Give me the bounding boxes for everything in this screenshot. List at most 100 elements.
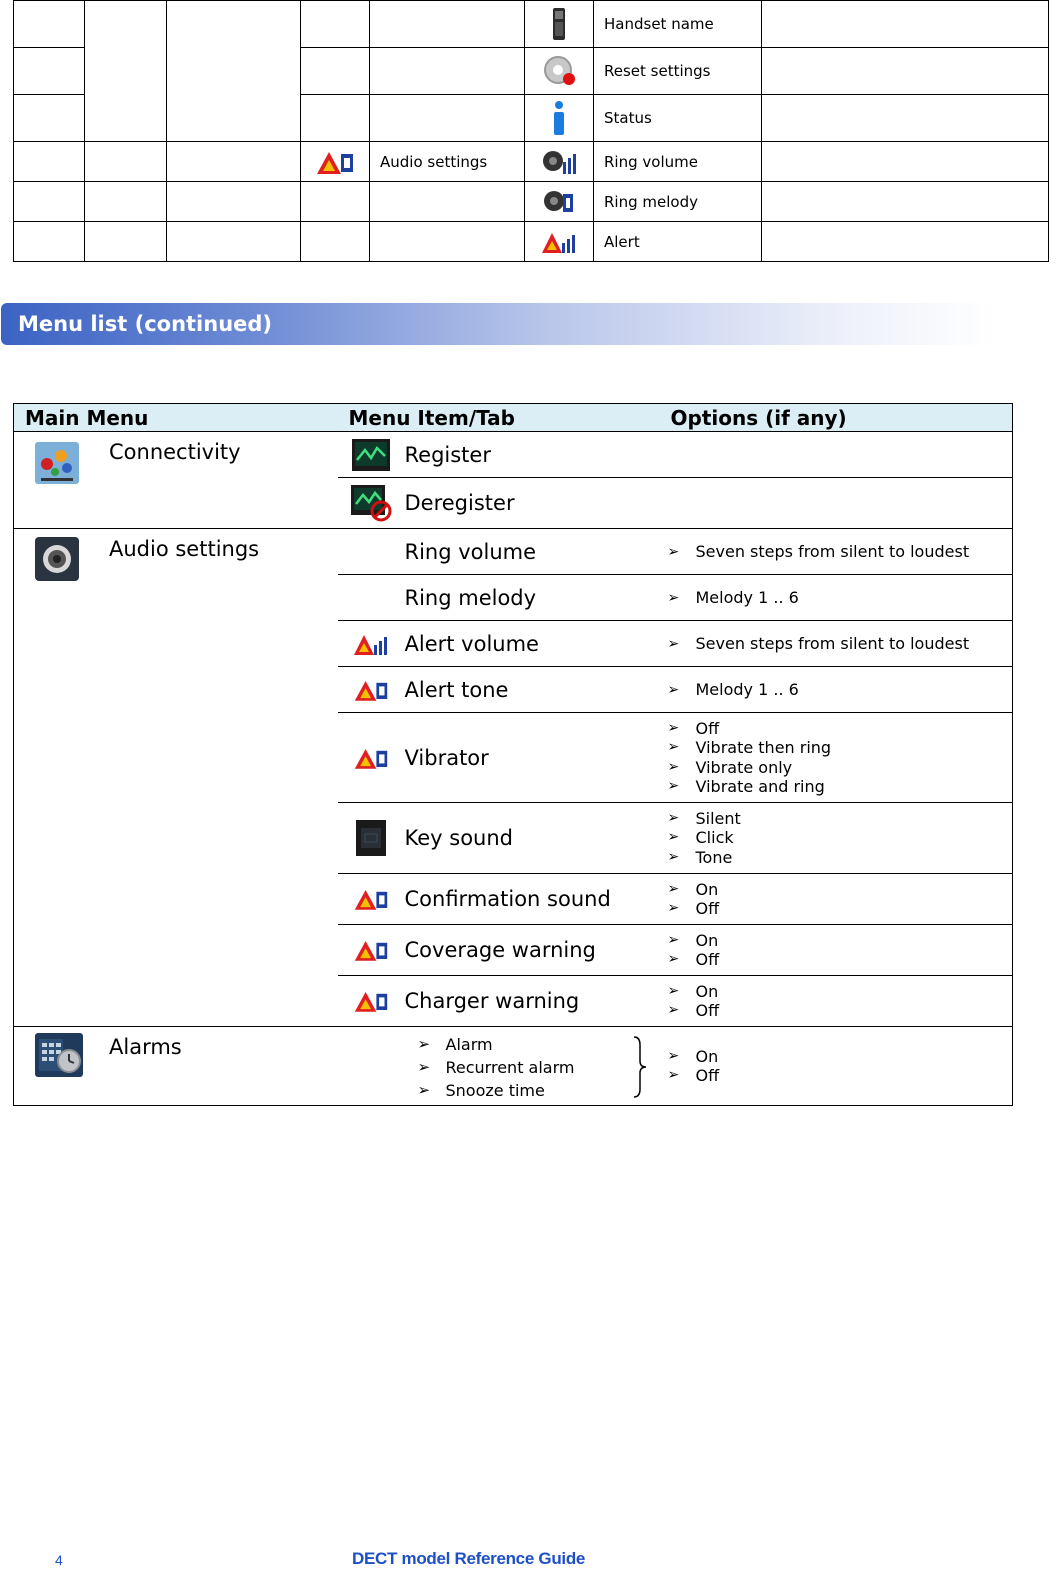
table-row: Ring melody Melody 1 .. 6	[14, 574, 1013, 621]
continued-menu-table: Handset name Reset settings Status Audio…	[13, 0, 1049, 262]
table-row: Alert volume Seven steps from silent to …	[14, 620, 1013, 667]
menu-item-label: Reset settings	[593, 47, 762, 95]
main-menu-label: Audio settings	[109, 537, 260, 561]
option-item: Silent	[668, 809, 1013, 829]
options-cell: Melody 1 .. 6	[659, 574, 1013, 621]
alert-speaker-icon	[300, 141, 370, 182]
options-cell: Melody 1 .. 6	[659, 666, 1013, 713]
alarm-sub-item: Recurrent alarm	[418, 1056, 575, 1079]
empty-cell	[300, 94, 370, 142]
main-menu-alarms: Alarms	[13, 1026, 338, 1106]
menu-item-label: Confirmation sound	[404, 873, 660, 925]
empty-cell	[761, 0, 1049, 48]
menu-item-label: Vibrator	[404, 712, 660, 803]
option-item: Melody 1 .. 6	[668, 588, 1013, 608]
alert-speaker-icon	[337, 975, 405, 1027]
menu-item-label: Ring melody	[593, 181, 762, 222]
empty-cell	[166, 0, 301, 142]
main-menu-label: Connectivity	[109, 440, 241, 464]
curly-brace-icon	[633, 1036, 646, 1098]
option-item: On	[668, 880, 1013, 900]
option-item: Vibrate only	[668, 758, 1013, 778]
alert-speaker-icon	[337, 873, 405, 925]
empty-cell	[300, 221, 370, 262]
ring-volume-icon	[524, 141, 594, 182]
option-item: Vibrate then ring	[668, 738, 1013, 758]
empty-cell	[369, 0, 525, 48]
empty-cell	[761, 221, 1049, 262]
audio-settings-label: Audio settings	[369, 141, 525, 182]
ring-melody-icon	[524, 181, 594, 222]
table-row: Key sound Silent Click Tone	[14, 802, 1013, 874]
options-cell: On Off	[659, 924, 1013, 976]
menu-item-label: Key sound	[404, 802, 660, 874]
empty-cell	[369, 181, 525, 222]
table-header-row: Main Menu Menu Item/Tab Options (if any)	[13, 403, 1013, 432]
connectivity-icon	[35, 442, 79, 484]
options-cell: Seven steps from silent to loudest	[659, 620, 1013, 667]
options-cell: On Off	[659, 873, 1013, 925]
empty-cell	[369, 47, 525, 95]
table-row: Deregister	[14, 477, 1013, 529]
table-row: Charger warning On Off	[14, 975, 1013, 1027]
table-row: Vibrator Off Vibrate then ring Vibrate o…	[14, 712, 1013, 803]
header-menu-item: Menu Item/Tab	[337, 403, 660, 432]
empty-cell	[13, 221, 85, 262]
menu-item-label: Register	[404, 431, 660, 478]
option-item: Seven steps from silent to loudest	[668, 634, 1013, 654]
empty-cell	[300, 0, 370, 48]
info-icon	[524, 94, 594, 142]
alarm-sub-item: Snooze time	[418, 1079, 575, 1102]
footer-title: DECT model Reference Guide	[352, 1549, 586, 1568]
menu-item-label: Coverage warning	[404, 924, 660, 976]
alarm-items-cell: Alarm Recurrent alarm Snooze time	[337, 1026, 660, 1106]
option-item: Vibrate and ring	[668, 777, 1013, 797]
empty-cell	[761, 47, 1049, 95]
option-item: Off	[668, 1001, 1013, 1021]
table-row: Audio settings Ring volume Seven steps f…	[13, 528, 1013, 1027]
menu-item-label: Deregister	[404, 477, 660, 529]
menu-item-label: Ring volume	[593, 141, 762, 182]
page-number: 4	[55, 1552, 63, 1568]
alert-speaker-icon	[337, 924, 405, 976]
empty-cell	[84, 181, 167, 222]
alert-speaker-icon	[337, 712, 405, 803]
empty-cell	[166, 141, 301, 182]
options-cell: Off Vibrate then ring Vibrate only Vibra…	[659, 712, 1013, 803]
section-title: Menu list (continued)	[18, 312, 273, 336]
option-item: Seven steps from silent to loudest	[668, 542, 1013, 562]
option-item: On	[668, 1047, 1013, 1067]
option-item: Off	[668, 950, 1013, 970]
options-cell: Seven steps from silent to loudest	[659, 528, 1013, 575]
menu-item-label: Ring volume	[404, 528, 660, 575]
header-options: Options (if any)	[659, 403, 1013, 432]
empty-cell	[300, 181, 370, 222]
main-menu-label: Alarms	[109, 1035, 182, 1059]
table-row: Alert tone Melody 1 .. 6	[14, 666, 1013, 713]
empty-cell	[84, 141, 167, 182]
alarm-clock-icon	[35, 1033, 83, 1077]
empty-cell	[761, 181, 1049, 222]
empty-cell	[369, 221, 525, 262]
menu-item-label: Alert tone	[404, 666, 660, 713]
option-item: Off	[668, 899, 1013, 919]
header-main-menu: Main Menu	[13, 403, 338, 432]
handset-icon	[524, 0, 594, 48]
empty-cell	[166, 181, 301, 222]
table-row: Connectivity Register	[13, 431, 1013, 529]
register-icon	[337, 431, 405, 478]
menu-list-table: Main Menu Menu Item/Tab Options (if any)…	[13, 403, 1013, 1106]
table-row: Confirmation sound On Off	[14, 873, 1013, 925]
empty-cell	[761, 94, 1049, 142]
option-item: Tone	[668, 848, 1013, 868]
option-item: Click	[668, 828, 1013, 848]
empty-cell	[13, 94, 85, 142]
alarm-sub-item: Alarm	[418, 1033, 575, 1056]
empty-icon-cell	[337, 574, 405, 621]
empty-cell	[13, 141, 85, 182]
table-row: Alarms Alarm Recurrent alarm Snooze time…	[13, 1026, 1013, 1106]
option-item: Off	[668, 1066, 1013, 1086]
menu-item-label: Charger warning	[404, 975, 660, 1027]
empty-cell	[369, 94, 525, 142]
option-item: On	[668, 931, 1013, 951]
